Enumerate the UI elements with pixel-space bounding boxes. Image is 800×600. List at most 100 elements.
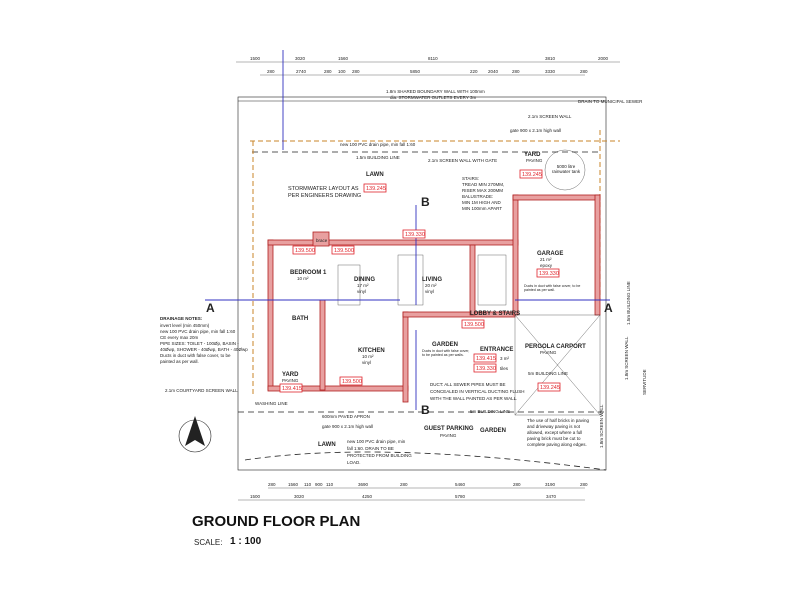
- svg-text:new 100 PVC drain pipe, min fa: new 100 PVC drain pipe, min fall 1:60: [340, 142, 416, 147]
- room-yard-left: YARD: [282, 372, 299, 378]
- room-guest-parking: GUEST PARKING: [424, 426, 474, 432]
- svg-text:PROTECTED FROM BUILDING: PROTECTED FROM BUILDING: [347, 453, 412, 458]
- svg-text:gate 900 x 2.1m high wall: gate 900 x 2.1m high wall: [322, 424, 373, 429]
- svg-text:PAVING: PAVING: [282, 378, 299, 383]
- svg-text:DRAIN TO MUNICIPAL SEWER: DRAIN TO MUNICIPAL SEWER: [578, 99, 643, 104]
- dim: 2000: [598, 56, 609, 61]
- room-bath: BATH: [292, 316, 308, 322]
- svg-text:139.500: 139.500: [342, 379, 362, 385]
- dim: 280: [512, 69, 520, 74]
- svg-text:CONCEALED IN VERTICAL DUCTING: CONCEALED IN VERTICAL DUCTING FLUSH: [430, 389, 525, 394]
- svg-text:TREAD MIN 270MM,: TREAD MIN 270MM,: [462, 182, 504, 187]
- svg-text:139.500: 139.500: [464, 322, 484, 328]
- svg-text:5m BUILDING LINE: 5m BUILDING LINE: [528, 371, 568, 376]
- pergola-carport: [514, 314, 601, 416]
- scale-label: SCALE:: [194, 538, 223, 547]
- bottom-dimensions: 280 1560 110 900 110 3690 280 5460 280 3…: [238, 482, 588, 501]
- svg-text:epoxy: epoxy: [540, 263, 553, 268]
- svg-text:PAVING: PAVING: [540, 350, 557, 355]
- svg-text:10 m²: 10 m²: [362, 354, 374, 359]
- stairs: [477, 254, 507, 306]
- svg-text:Ducts in duct with false cover: Ducts in duct with false cover, to be: [160, 353, 231, 358]
- room-entrance: ENTRANCE: [480, 347, 513, 353]
- svg-text:110: 110: [326, 482, 334, 487]
- svg-text:3 m²: 3 m²: [500, 356, 510, 361]
- dim: 2740: [296, 69, 307, 74]
- svg-text:139.245: 139.245: [522, 172, 542, 178]
- svg-text:1.5m BUILDING LINE: 1.5m BUILDING LINE: [356, 155, 400, 160]
- svg-text:40Øwp, SHOWER - 40Øwp, BATH -: 40Øwp, SHOWER - 40Øwp, BATH - 40Øwp: [160, 347, 248, 352]
- room-garden-bottom: GARDEN: [480, 428, 506, 434]
- svg-text:21 m²: 21 m²: [540, 257, 552, 262]
- svg-text:4250: 4250: [362, 494, 373, 499]
- svg-text:139.330: 139.330: [405, 232, 425, 238]
- svg-text:139.500: 139.500: [295, 248, 315, 254]
- svg-text:complete paving along edges.: complete paving along edges.: [527, 442, 587, 447]
- garden-duct-note: Ducts in duct with false cover, to be pa…: [422, 349, 470, 358]
- svg-text:DRAINAGE NOTES:: DRAINAGE NOTES:: [160, 316, 203, 321]
- svg-text:CE every max 20m: CE every max 20m: [160, 335, 199, 340]
- svg-text:3020: 3020: [294, 494, 305, 499]
- svg-text:BALUSTRADE:: BALUSTRADE:: [462, 194, 493, 199]
- svg-text:139.245: 139.245: [366, 186, 386, 192]
- svg-text:139.500: 139.500: [334, 248, 354, 254]
- svg-text:5m BUILDING LINE: 5m BUILDING LINE: [470, 409, 510, 414]
- room-living: LIVING: [422, 277, 442, 283]
- dim: 3020: [295, 56, 306, 61]
- svg-text:2.1m SCREEN WALL WITH GATE: 2.1m SCREEN WALL WITH GATE: [428, 158, 497, 163]
- svg-text:vinyl: vinyl: [357, 289, 366, 294]
- dim: 220: [470, 69, 478, 74]
- rainwater-tank-label: 5000 litre rainwater tank: [551, 164, 581, 174]
- svg-text:1560: 1560: [288, 482, 299, 487]
- svg-text:139.330: 139.330: [539, 271, 559, 277]
- svg-text:paving brick must be cut to: paving brick must be cut to: [527, 436, 581, 441]
- svg-text:900: 900: [315, 482, 323, 487]
- svg-text:WITH THE WALL PAINTED AS PER W: WITH THE WALL PAINTED AS PER WALL.: [430, 396, 517, 401]
- rainwater-tank: [544, 149, 586, 191]
- dim: 280: [580, 69, 588, 74]
- svg-text:139.245: 139.245: [540, 385, 560, 391]
- section-marker-a-right: A: [604, 301, 613, 315]
- room-dining: DINING: [354, 277, 375, 283]
- svg-text:10 m²: 10 m²: [297, 276, 309, 281]
- svg-text:3470: 3470: [546, 494, 557, 499]
- svg-text:MIN 1M HIGH AND: MIN 1M HIGH AND: [462, 200, 502, 205]
- svg-text:dia. STORMWATER OUTLETS EVERY: dia. STORMWATER OUTLETS EVERY 3m: [390, 95, 477, 100]
- svg-text:3690: 3690: [358, 482, 369, 487]
- top-dimensions: 1500 3020 1560 8110 3810 2000 280 2740 2…: [236, 56, 620, 76]
- svg-text:1.8m SCREEN WALL: 1.8m SCREEN WALL: [624, 336, 629, 380]
- room-garden: GARDEN: [432, 342, 458, 348]
- svg-text:painted as per wall.: painted as per wall.: [160, 359, 199, 364]
- dim: 3330: [545, 69, 556, 74]
- svg-text:The use of half bricks in pavi: The use of half bricks in paving: [527, 418, 590, 423]
- dim: 100: [338, 69, 346, 74]
- svg-text:3190: 3190: [545, 482, 556, 487]
- svg-text:PER ENGINEERS DRAWING: PER ENGINEERS DRAWING: [288, 193, 361, 199]
- svg-text:139.330: 139.330: [476, 366, 496, 372]
- svg-text:110: 110: [304, 482, 312, 487]
- room-kitchen: KITCHEN: [358, 348, 385, 354]
- svg-text:1.8m SCREEN WALL: 1.8m SCREEN WALL: [599, 404, 604, 448]
- room-lawn-top: LAWN: [366, 172, 384, 178]
- svg-text:139.415: 139.415: [282, 386, 302, 392]
- north-arrow-icon: [178, 416, 212, 453]
- dining-table: [337, 264, 361, 306]
- svg-text:280: 280: [400, 482, 408, 487]
- dim: 1560: [338, 56, 349, 61]
- svg-text:fall 1:60. DRAIN TO BE: fall 1:60. DRAIN TO BE: [347, 446, 394, 451]
- svg-text:280: 280: [513, 482, 521, 487]
- svg-text:vinyl: vinyl: [425, 289, 434, 294]
- svg-text:RISER MAX 200MM: RISER MAX 200MM: [462, 188, 503, 193]
- svg-text:280: 280: [580, 482, 588, 487]
- svg-text:280: 280: [268, 482, 276, 487]
- svg-text:and driveway paving is not: and driveway paving is not: [527, 424, 581, 429]
- dim: 280: [352, 69, 360, 74]
- dim: 2040: [488, 69, 499, 74]
- svg-text:new 100 PVC drain pipe, min fa: new 100 PVC drain pipe, min fall 1:60: [160, 329, 236, 334]
- svg-text:tiles: tiles: [500, 366, 509, 371]
- svg-text:20 m²: 20 m²: [425, 283, 437, 288]
- svg-text:MIN 100mm APART: MIN 100mm APART: [462, 206, 502, 211]
- svg-text:DUCT: ALL SEWER PIPES MUST BE: DUCT: ALL SEWER PIPES MUST BE: [430, 382, 506, 387]
- level-tags: 139.245 139.500 139.500 139.330 139.330 …: [279, 169, 561, 393]
- dim: 280: [267, 69, 275, 74]
